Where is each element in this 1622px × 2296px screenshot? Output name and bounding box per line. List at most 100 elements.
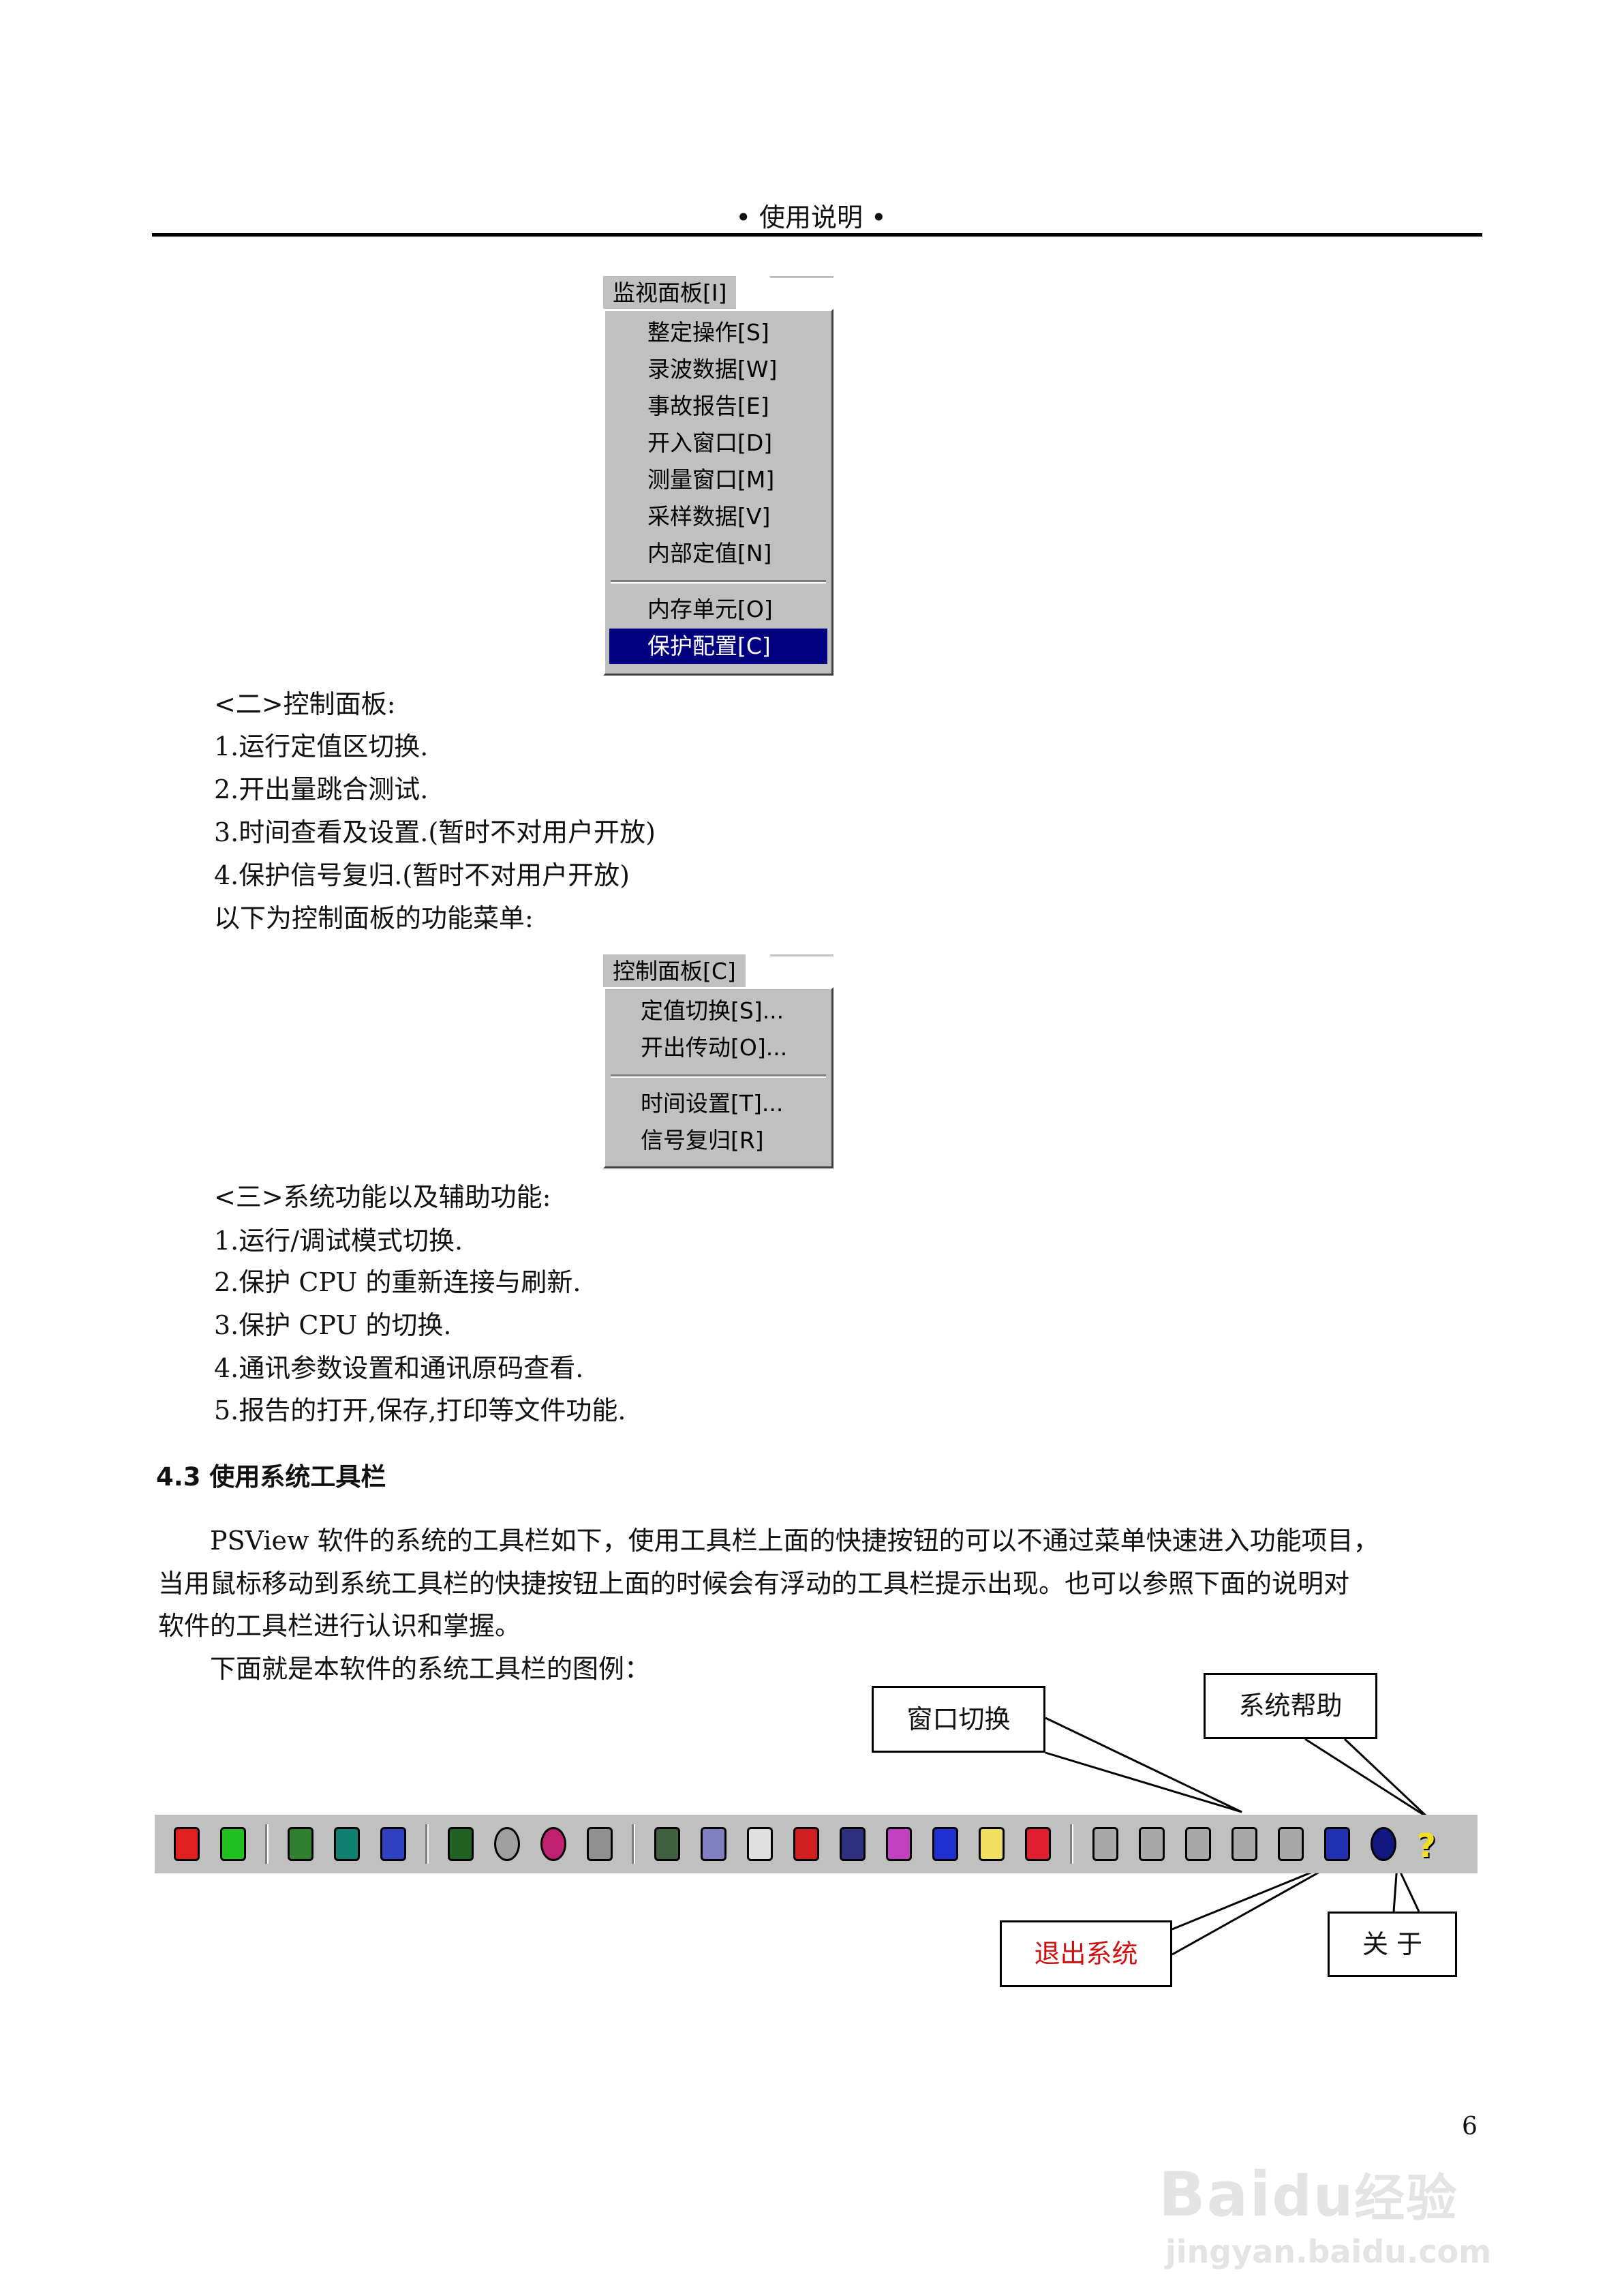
menu-item[interactable]: 录波数据[W] xyxy=(647,356,778,382)
menu-item[interactable]: 内部定值[N] xyxy=(647,540,772,567)
eye-icon xyxy=(840,1827,866,1861)
switch-green-button[interactable] xyxy=(441,1824,480,1864)
menu-item[interactable]: 定值切换[S]... xyxy=(641,997,784,1024)
menubar-blank xyxy=(770,276,833,311)
page-number: 6 xyxy=(1462,2113,1478,2141)
menu-item[interactable]: 信号复归[R] xyxy=(641,1127,764,1153)
menu-separator xyxy=(611,1074,826,1078)
control-panel-menu: 控制面板[C] 定值切换[S]... 开出传动[O]... 时间设置[T]...… xyxy=(603,954,833,1168)
callout-system-help: 系统帮助 xyxy=(1204,1673,1377,1739)
pen-button[interactable] xyxy=(580,1824,619,1864)
baidu-watermark: Baidu经验 jingyan.baidu.com xyxy=(1159,2159,1492,2271)
heart-red-button[interactable] xyxy=(1018,1824,1058,1864)
window-next-icon xyxy=(1278,1827,1304,1861)
wave-chart-icon xyxy=(701,1827,726,1861)
menu-title[interactable]: 控制面板[C] xyxy=(603,954,748,988)
wave-chart-button[interactable] xyxy=(694,1824,733,1864)
help-icon: ? xyxy=(1417,1827,1436,1865)
menu-item[interactable]: 事故报告[E] xyxy=(647,393,769,419)
help-button[interactable]: ? xyxy=(1410,1824,1450,1865)
text-line: 1.运行/调试模式切换. xyxy=(214,1226,463,1256)
clock-pink-button[interactable] xyxy=(534,1824,573,1864)
paragraph-line: 下面就是本软件的系统工具栏的图例： xyxy=(158,1654,651,1684)
window-prev-button[interactable] xyxy=(1225,1824,1264,1864)
switch-green-icon xyxy=(448,1827,474,1861)
system-toolbar: ? xyxy=(155,1815,1478,1873)
menu-item[interactable]: 测量窗口[M] xyxy=(647,466,775,493)
note-yellow-icon xyxy=(979,1827,1005,1861)
page-header: • 使用说明 • xyxy=(735,202,887,232)
paragraph-line: PSView 软件的系统的工具栏如下，使用工具栏上面的快捷按钮的可以不通过菜单快… xyxy=(158,1526,1379,1556)
heart-red-icon xyxy=(1025,1827,1051,1861)
wrench-green-button[interactable] xyxy=(213,1824,253,1864)
menu-item-selected[interactable]: 保护配置[C] xyxy=(609,629,827,664)
menu-item[interactable]: 采样数据[V] xyxy=(647,503,771,530)
toolbar-separator xyxy=(1070,1824,1073,1864)
edit-button[interactable] xyxy=(647,1824,687,1864)
text-line: 4.保护信号复归.(暂时不对用户开放) xyxy=(214,860,630,890)
text-line: 5.报告的打开,保存,打印等文件功能. xyxy=(214,1395,626,1425)
window-tile-h-button[interactable] xyxy=(1132,1824,1172,1864)
note-yellow-button[interactable] xyxy=(972,1824,1011,1864)
callout-window-switch: 窗口切换 xyxy=(872,1686,1045,1753)
red-x-button[interactable] xyxy=(786,1824,826,1864)
menu-item[interactable]: 开出传动[O]... xyxy=(641,1034,788,1061)
menu-item[interactable]: 内存单元[O] xyxy=(647,596,773,622)
menu-item[interactable]: 时间设置[T]... xyxy=(641,1090,784,1117)
exit-red-button[interactable] xyxy=(167,1824,206,1864)
text-line: 3.时间查看及设置.(暂时不对用户开放) xyxy=(214,817,656,847)
callout-exit-system: 退出系统 xyxy=(1000,1920,1172,1987)
binary-icon xyxy=(932,1827,958,1861)
menu-item[interactable]: 开入窗口[D] xyxy=(647,429,773,456)
toolbar-separator xyxy=(265,1824,269,1864)
window-next-button[interactable] xyxy=(1271,1824,1311,1864)
info-icon xyxy=(1371,1827,1396,1861)
window-tile-v-icon xyxy=(1185,1827,1211,1861)
window-tile-h-icon xyxy=(1139,1827,1165,1861)
red-x-icon xyxy=(793,1827,819,1861)
text-line: 2.保护 CPU 的重新连接与刷新. xyxy=(214,1267,581,1297)
info-button[interactable] xyxy=(1364,1824,1403,1864)
monitor-panel-menu: 监视面板[I] 整定操作[S] 录波数据[W] 事故报告[E] 开入窗口[D] … xyxy=(603,276,833,676)
header-rule xyxy=(152,233,1482,237)
section-heading: 4.3 使用系统工具栏 xyxy=(156,1462,386,1492)
clock-pink-icon xyxy=(540,1827,566,1861)
circle-gray-button[interactable] xyxy=(487,1824,527,1864)
window-blue-button[interactable] xyxy=(373,1824,413,1864)
toolbar-separator xyxy=(425,1824,429,1864)
window-tile-v-button[interactable] xyxy=(1178,1824,1218,1864)
exit-door-icon xyxy=(1324,1827,1350,1861)
window-cascade-icon xyxy=(1092,1827,1118,1861)
toolbar-separator xyxy=(632,1824,635,1864)
menu-dropdown: 整定操作[S] 录波数据[W] 事故报告[E] 开入窗口[D] 测量窗口[M] … xyxy=(603,309,833,676)
eye-button[interactable] xyxy=(833,1824,872,1864)
magnifier-button[interactable] xyxy=(281,1824,320,1864)
text-line: <二>控制面板: xyxy=(214,689,396,719)
chip-green-button[interactable] xyxy=(327,1824,367,1864)
text-line: 3.保护 CPU 的切换. xyxy=(214,1310,452,1340)
menubar-blank xyxy=(770,954,833,989)
exit-red-icon xyxy=(174,1827,200,1861)
text-line: 以下为控制面板的功能菜单: xyxy=(214,903,534,933)
exit-door-button[interactable] xyxy=(1317,1824,1357,1864)
text-line: 1.运行定值区切换. xyxy=(214,731,429,761)
callout-about: 关 于 xyxy=(1328,1912,1457,1977)
bar-chart-button[interactable] xyxy=(879,1824,919,1864)
chip-green-icon xyxy=(334,1827,360,1861)
magnifier-icon xyxy=(288,1827,313,1861)
paragraph-line: 当用鼠标移动到系统工具栏的快捷按钮上面的时候会有浮动的工具栏提示出现。也可以参照… xyxy=(158,1569,1350,1599)
text-line: 2.开出量跳合测试. xyxy=(214,774,429,804)
window-prev-icon xyxy=(1231,1827,1257,1861)
text-line: 4.通讯参数设置和通讯原码查看. xyxy=(214,1353,584,1383)
binary-button[interactable] xyxy=(925,1824,965,1864)
menu-title[interactable]: 监视面板[I] xyxy=(603,276,739,310)
menu-item[interactable]: 整定操作[S] xyxy=(647,319,769,346)
menu-dropdown: 定值切换[S]... 开出传动[O]... 时间设置[T]... 信号复归[R] xyxy=(603,987,833,1168)
menu-separator xyxy=(611,580,826,584)
circle-gray-icon xyxy=(494,1827,520,1861)
clipboard-icon xyxy=(747,1827,773,1861)
window-cascade-button[interactable] xyxy=(1086,1824,1125,1864)
clipboard-button[interactable] xyxy=(740,1824,780,1864)
pen-icon xyxy=(587,1827,613,1861)
